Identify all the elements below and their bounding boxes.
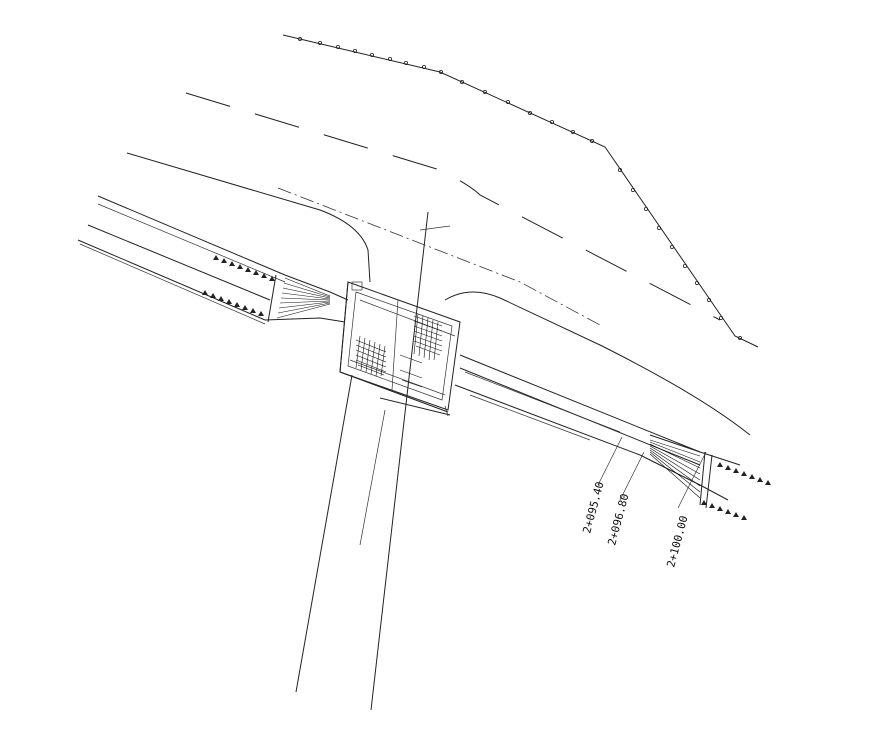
dashed-road-edge [185,92,721,321]
chainage-label-2: 2+096.80 [605,492,631,547]
road-edge-curve [126,152,751,436]
chainage-label-3: 2+100.00 [664,514,690,569]
wingwall-hatching-left [267,274,331,323]
lower-approach-lines [295,211,451,711]
structure-hatching [355,313,443,388]
boundary-vertex-markers [297,37,743,340]
channel-left-section [77,195,349,325]
chainage-leaders [597,436,707,509]
road-centerline [277,187,601,326]
edge-markers-upper-left [213,255,275,281]
edge-markers-lower-right [701,500,747,520]
wingwall-hatching-right [649,439,701,499]
channel-right-section [454,354,741,509]
chainage-label-1: 2+095.40 [580,480,606,535]
culvert-structure [339,281,461,416]
property-boundary-line [282,34,759,348]
edge-markers-lower-left [202,290,264,316]
edge-markers-upper-right [717,462,771,485]
chainage-labels: 2+095.40 2+096.80 2+100.00 [580,480,690,569]
